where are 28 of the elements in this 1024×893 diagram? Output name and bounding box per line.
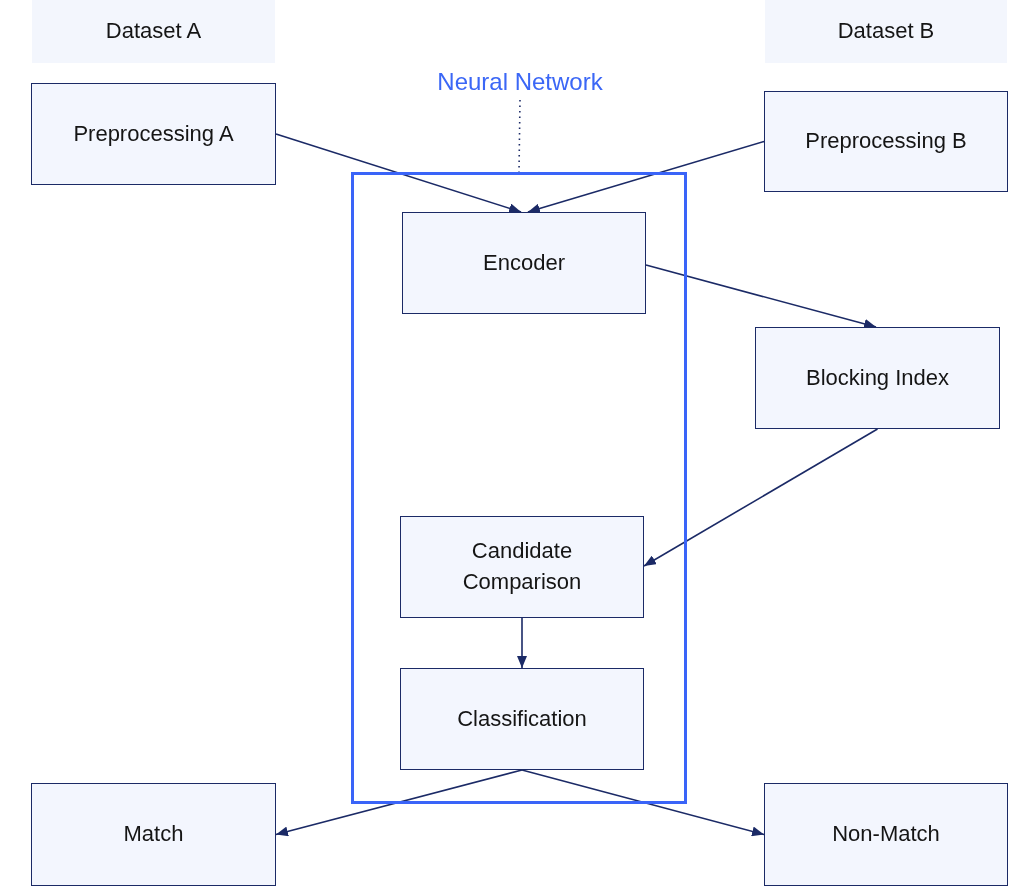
process-box (402, 212, 646, 314)
arrow (517, 617, 527, 669)
process-box (755, 327, 1000, 429)
node-label: Candidate Comparison (461, 537, 583, 596)
arrow (643, 428, 879, 567)
node-label: Preprocessing B (805, 127, 967, 156)
arrow (275, 769, 523, 837)
node-label: Classification (457, 704, 587, 733)
process-box (764, 783, 1008, 886)
connector-line (518, 99, 521, 173)
node-label: Match (123, 820, 184, 849)
group-label: Neural Network (400, 64, 640, 100)
process-box (400, 516, 644, 618)
process-box (31, 783, 276, 886)
arrow (645, 264, 877, 329)
process-box (31, 83, 276, 185)
node-label: Blocking Index (805, 363, 950, 392)
node-label: Encoder (483, 248, 565, 277)
arrow (527, 140, 765, 214)
process-box (764, 91, 1008, 192)
node-label: Non-Match (832, 820, 940, 849)
arrow (521, 769, 765, 837)
group-frame (351, 172, 687, 804)
node-label: Dataset A (105, 17, 202, 46)
node-label: Preprocessing A (73, 119, 234, 148)
process-box (400, 668, 644, 770)
arrow (275, 133, 522, 214)
node-label: Dataset B (837, 17, 935, 46)
